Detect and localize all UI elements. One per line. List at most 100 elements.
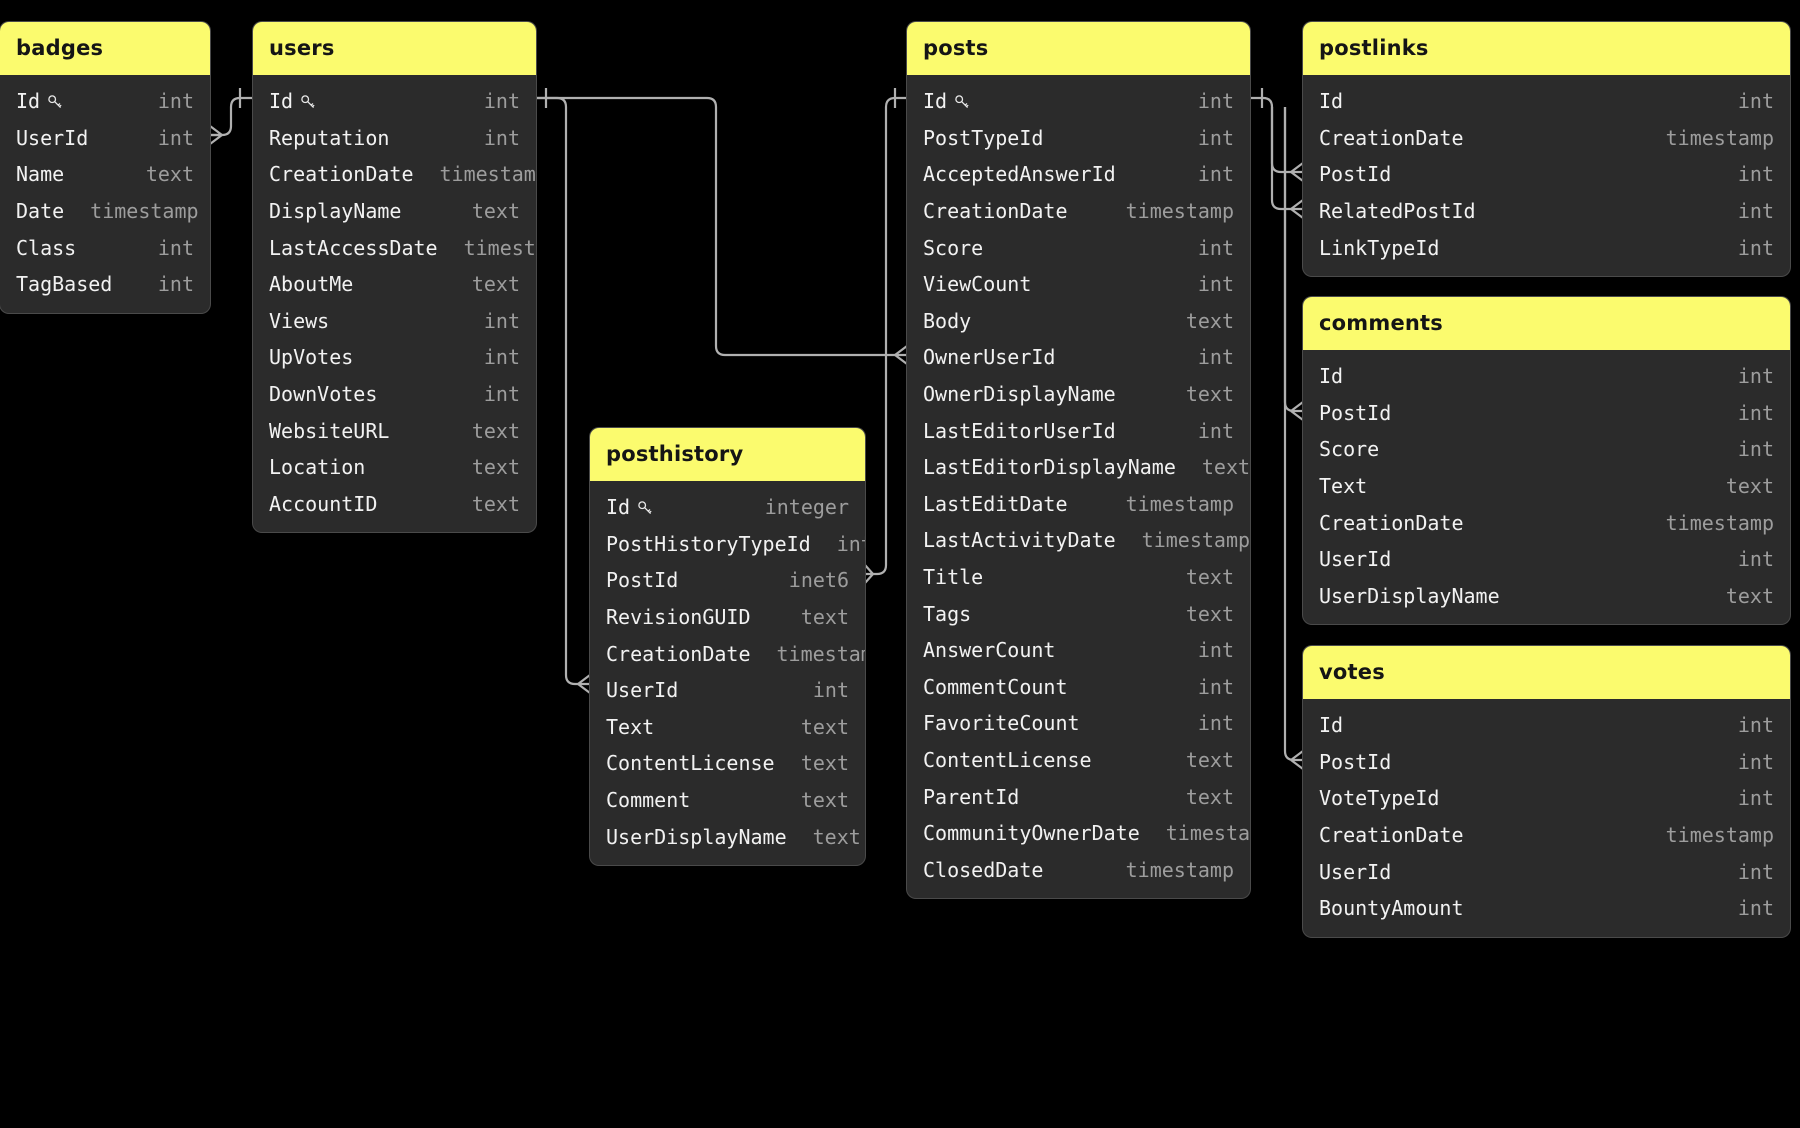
field-name: PostHistoryTypeId [606,531,811,556]
field-name: WebsiteURL [269,418,390,443]
field-row[interactable]: LastAccessDatetimestamp [253,229,536,266]
link-posts-id-to-comments-postid [1283,107,1304,421]
field-row[interactable]: PostHistoryTypeIdint [590,526,865,563]
field-type: timestamp [1665,510,1774,535]
field-name: Reputation [269,125,390,150]
table-title-posthistory[interactable]: posthistory [590,428,865,481]
field-row[interactable]: CommunityOwnerDatetimestamp [907,815,1250,852]
field-type: int [812,678,849,703]
field-type: timestamp [1665,125,1774,150]
table-card-posthistory[interactable]: posthistoryIdintegerPostHistoryTypeIdint… [590,428,865,865]
field-type: int [1737,162,1774,187]
field-name: UserId [16,125,89,150]
field-type: int [1737,89,1774,114]
field-name: OwnerUserId [923,345,1056,370]
table-title-badges[interactable]: badges [0,22,210,75]
table-title-posts[interactable]: posts [907,22,1250,75]
table-title-postlinks[interactable]: postlinks [1303,22,1790,75]
table-title-votes[interactable]: votes [1303,646,1790,699]
field-name: ContentLicense [606,751,775,776]
table-title-comments[interactable]: comments [1303,297,1790,350]
field-name: CreationDate [1319,510,1464,535]
field-name: Id [923,89,971,113]
field-row[interactable]: CreationDate timestamp [1303,504,1790,541]
field-type: int [1737,786,1774,811]
field-name: Tags [923,601,972,626]
field-type: text [812,824,861,849]
field-name: Id [1319,364,1344,389]
table-title-users[interactable]: users [253,22,536,75]
